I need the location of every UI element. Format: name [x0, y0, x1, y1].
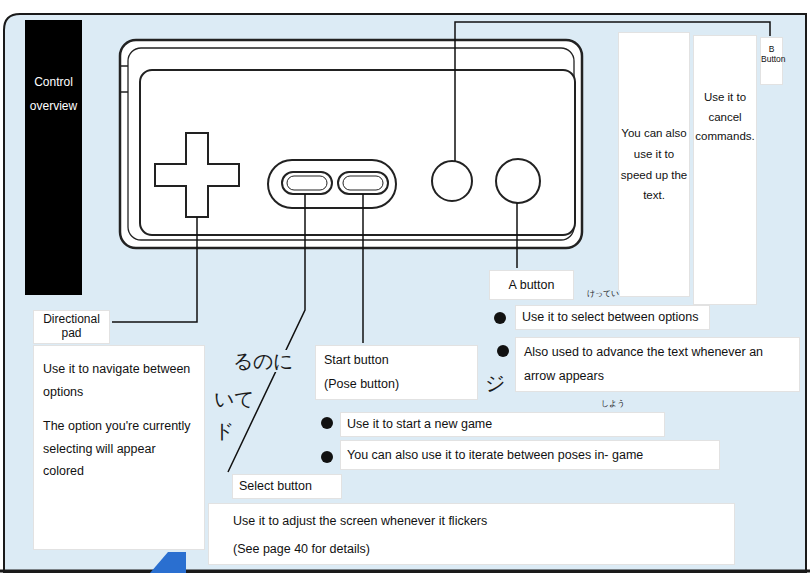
note-box: Use it to cancel commands.	[693, 35, 757, 305]
bullet-dot	[494, 312, 506, 324]
node-text: Use it to navigate between options	[43, 358, 198, 403]
button-name-box: A button	[489, 270, 574, 300]
button-name-box: Directional pad	[33, 310, 110, 344]
node-text: B Button	[761, 44, 782, 64]
section-tab: Control overview	[25, 20, 82, 295]
leader-line	[362, 194, 364, 343]
node-text: Use it to adjust the screen whenever it …	[233, 513, 728, 529]
node-subtext: The option you're currently selecting wi…	[43, 415, 198, 483]
leader-line	[228, 194, 305, 472]
node-subtext: (See page 40 for details)	[233, 541, 728, 557]
start-key	[338, 172, 388, 194]
japanese-fragment: いて	[213, 388, 255, 410]
japanese-fragment: しよう	[600, 400, 626, 409]
node-text: Use it to select between options	[522, 309, 703, 325]
controller-body	[120, 40, 582, 248]
note-box: Use it to start a new game	[340, 412, 665, 437]
bottom-rule	[0, 570, 810, 573]
node-subtext: (Pose button)	[324, 373, 471, 396]
select-key	[282, 172, 332, 194]
controller-notch	[120, 66, 128, 92]
leader-line	[112, 217, 197, 322]
node-text: Select button	[239, 478, 337, 494]
note-box: Use it to select between options	[515, 305, 710, 330]
note-box: Use it to adjust the screen whenever it …	[208, 503, 735, 565]
node-text: Directional pad	[36, 313, 107, 341]
japanese-fragment: るのに	[232, 350, 294, 372]
button-name-box: B Button	[760, 37, 783, 85]
b-button-symbol	[432, 161, 472, 201]
note-box: You can also use it to speed up the text…	[618, 32, 690, 297]
japanese-fragment: ジ	[484, 372, 506, 394]
note-box: Also used to advance the text whenever a…	[515, 337, 800, 392]
node-text: Start button	[324, 349, 471, 372]
bullet-dot	[321, 451, 333, 463]
page-panel	[4, 14, 806, 573]
bullet-dot	[321, 417, 333, 429]
bullet-dot	[497, 345, 509, 357]
a-button-symbol	[496, 159, 540, 203]
node-text: Use it to cancel commands.	[695, 88, 755, 147]
dpad-symbol	[155, 133, 239, 217]
node-text: Control overview	[27, 70, 80, 118]
button-name-box: Start button(Pose button)	[315, 345, 478, 400]
japanese-fragment: けってい	[586, 290, 620, 299]
node-text: Also used to advance the text whenever a…	[524, 341, 793, 387]
note-box: You can also use it to iterate between p…	[340, 440, 720, 470]
controller-rim	[128, 48, 574, 240]
select-start-housing	[268, 160, 396, 208]
node-text: Use it to start a new game	[347, 416, 658, 432]
controller-face	[140, 70, 575, 235]
node-text: A button	[494, 277, 569, 293]
japanese-fragment: ド	[213, 420, 235, 442]
node-text: You can also use it to speed up the text…	[620, 123, 688, 206]
note-box: Use it to navigate between optionsThe op…	[33, 345, 205, 550]
select-key-inner	[287, 176, 327, 190]
node-text: You can also use it to iterate between p…	[347, 447, 713, 463]
blue-corner-shape	[150, 552, 186, 573]
button-name-box: Select button	[232, 474, 342, 499]
leader-line	[516, 203, 518, 268]
start-key-inner	[343, 176, 383, 190]
